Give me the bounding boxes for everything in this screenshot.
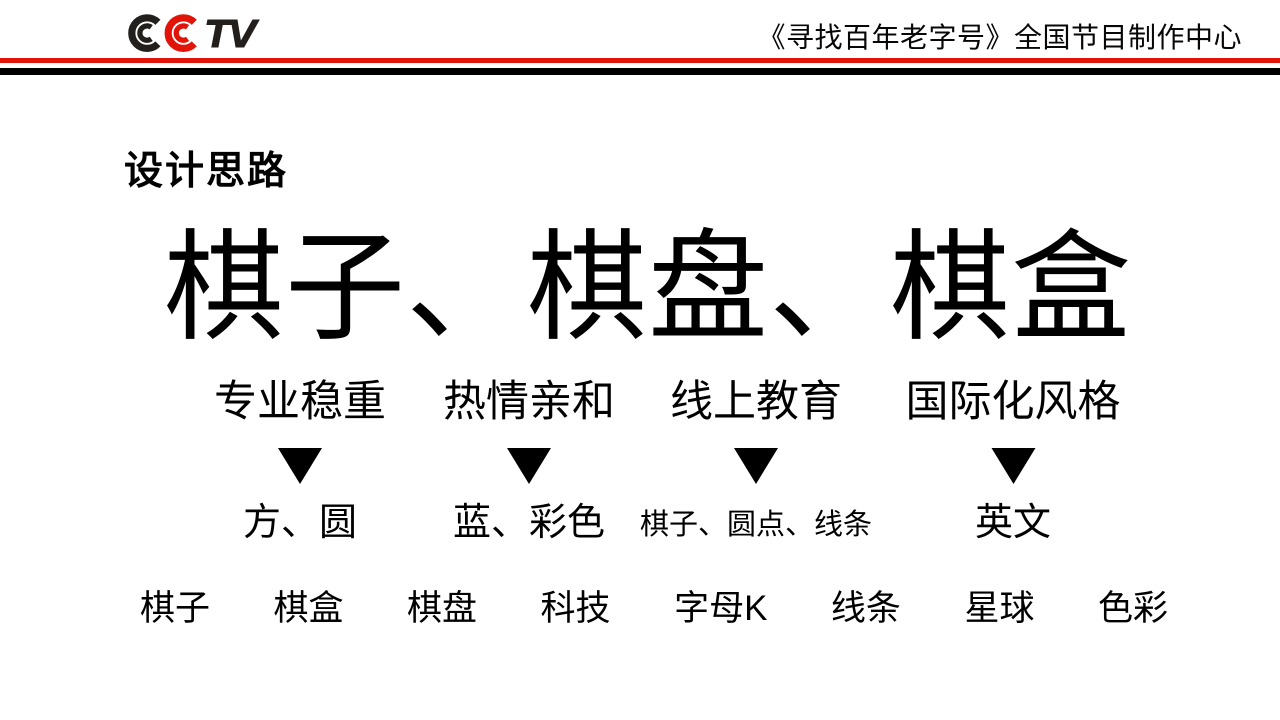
keywords-row: 棋子 棋盒 棋盘 科技 字母K 线条 星球 色彩	[140, 591, 1168, 626]
concept-column-3: 线上教育 棋子、圆点、线条	[640, 381, 872, 540]
section-title: 设计思路	[124, 150, 289, 193]
column-label: 热情亲和	[443, 378, 615, 426]
down-triangle-icon	[278, 448, 322, 484]
down-triangle-icon	[507, 448, 551, 484]
column-value: 棋子、圆点、线条	[639, 509, 873, 541]
column-label: 国际化风格	[905, 378, 1121, 426]
cctv-logo-c1	[128, 14, 161, 52]
column-value: 英文	[974, 502, 1051, 544]
concept-column-4: 国际化风格 英文	[905, 378, 1121, 544]
keyword: 星球	[964, 589, 1035, 628]
cctv-logo-tv: TV	[205, 12, 261, 57]
keyword: 色彩	[1097, 589, 1168, 628]
keyword: 字母K	[674, 589, 768, 628]
keyword: 棋盒	[273, 589, 344, 628]
column-value: 方、圆	[242, 502, 357, 544]
header-rule-red	[0, 58, 1280, 63]
main-title: 棋子、棋盘、棋盒	[164, 221, 1132, 355]
down-triangle-icon	[991, 448, 1035, 484]
keyword: 棋子	[140, 589, 211, 628]
column-label: 线上教育	[669, 378, 842, 426]
concept-column-2: 热情亲和 蓝、彩色	[443, 378, 615, 544]
keyword: 棋盘	[407, 589, 478, 628]
column-label: 专业稳重	[214, 378, 386, 426]
keyword: 科技	[540, 589, 611, 628]
column-value: 蓝、彩色	[452, 502, 605, 544]
cctv-logo-icon: TV	[128, 12, 264, 57]
concept-column-1: 专业稳重 方、圆	[214, 378, 386, 544]
header-rule-black	[0, 68, 1280, 75]
cctv-logo-c2	[164, 14, 197, 52]
keyword: 线条	[830, 589, 901, 628]
down-triangle-icon	[733, 448, 778, 484]
program-title: 《寻找百年老字号》全国节目制作中心	[757, 22, 1242, 53]
